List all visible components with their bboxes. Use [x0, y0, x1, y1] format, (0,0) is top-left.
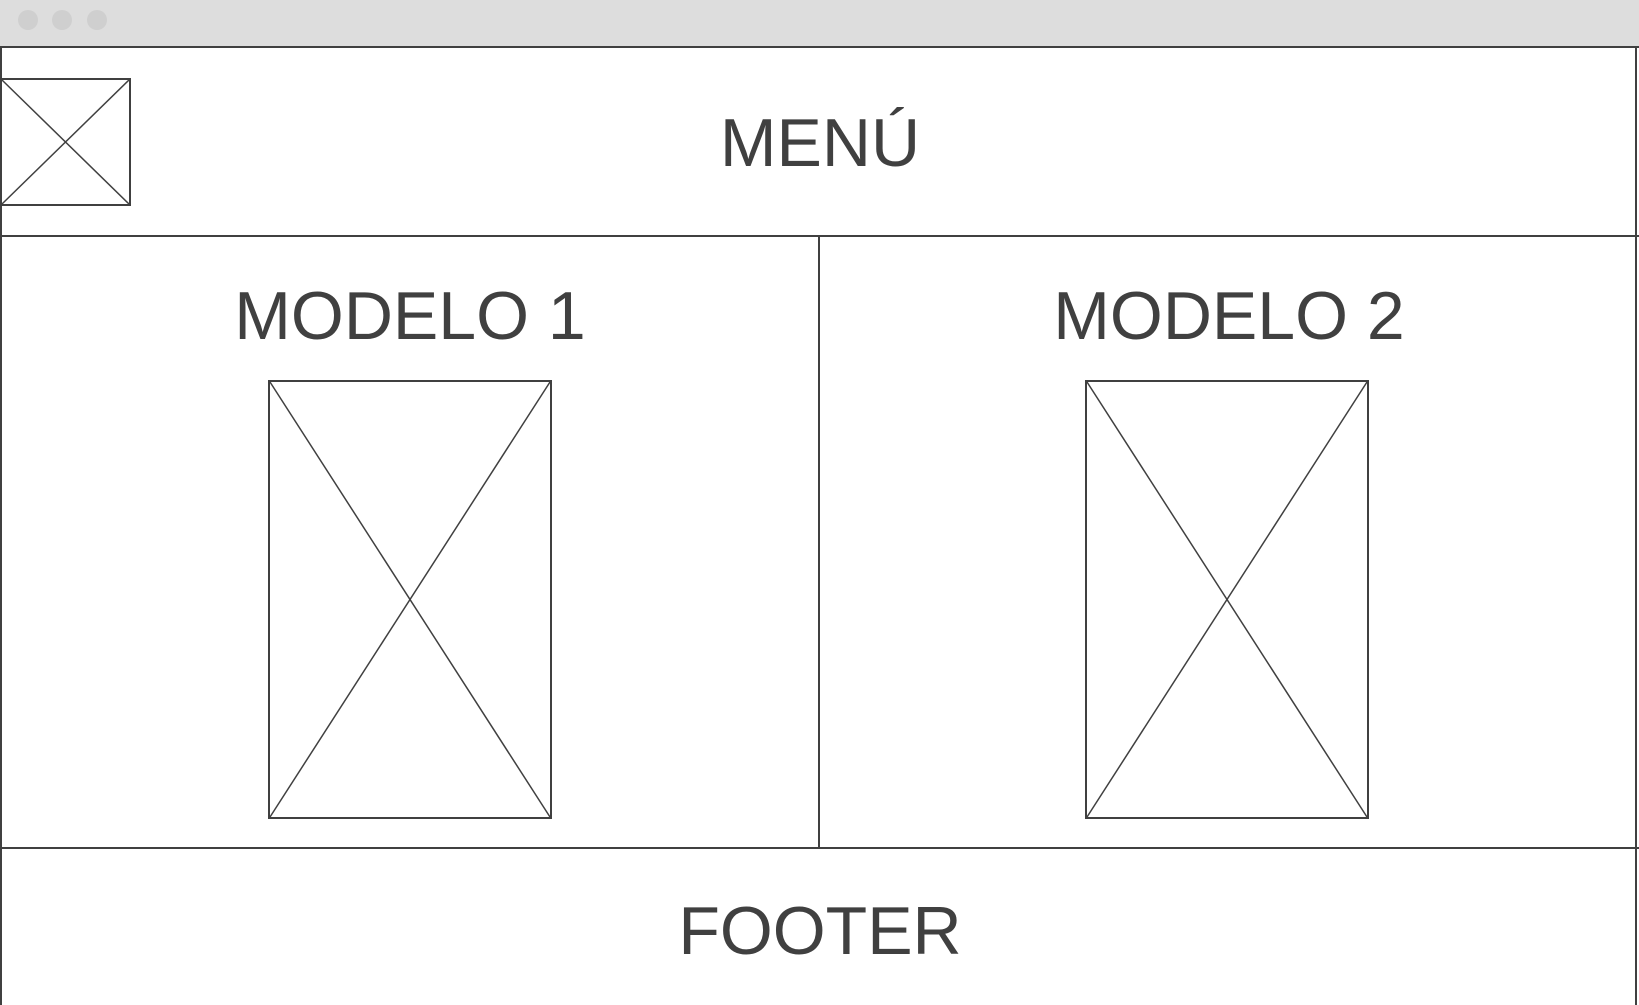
model-1-title: MODELO 1: [234, 278, 586, 354]
model-1-image-placeholder[interactable]: [268, 380, 552, 819]
model-2-title: MODELO 2: [1053, 278, 1405, 354]
frame-left-border: [0, 46, 2, 1005]
frame-right-border: [1635, 46, 1637, 1005]
frame-top-border: [0, 46, 1639, 48]
window-minimize-dot-icon[interactable]: [52, 10, 72, 30]
image-placeholder-icon: [270, 382, 550, 817]
footer-divider: [0, 847, 1639, 849]
image-placeholder-icon: [1087, 382, 1367, 817]
logo-image-placeholder[interactable]: [0, 78, 131, 206]
image-placeholder-icon: [2, 80, 129, 204]
window-maximize-dot-icon[interactable]: [87, 10, 107, 30]
window-close-dot-icon[interactable]: [18, 10, 38, 30]
footer-label: FOOTER: [678, 893, 962, 969]
model-2-image-placeholder[interactable]: [1085, 380, 1369, 819]
column-divider: [818, 235, 820, 848]
window-title-bar: [0, 0, 1639, 47]
menu-label[interactable]: MENÚ: [719, 105, 921, 181]
